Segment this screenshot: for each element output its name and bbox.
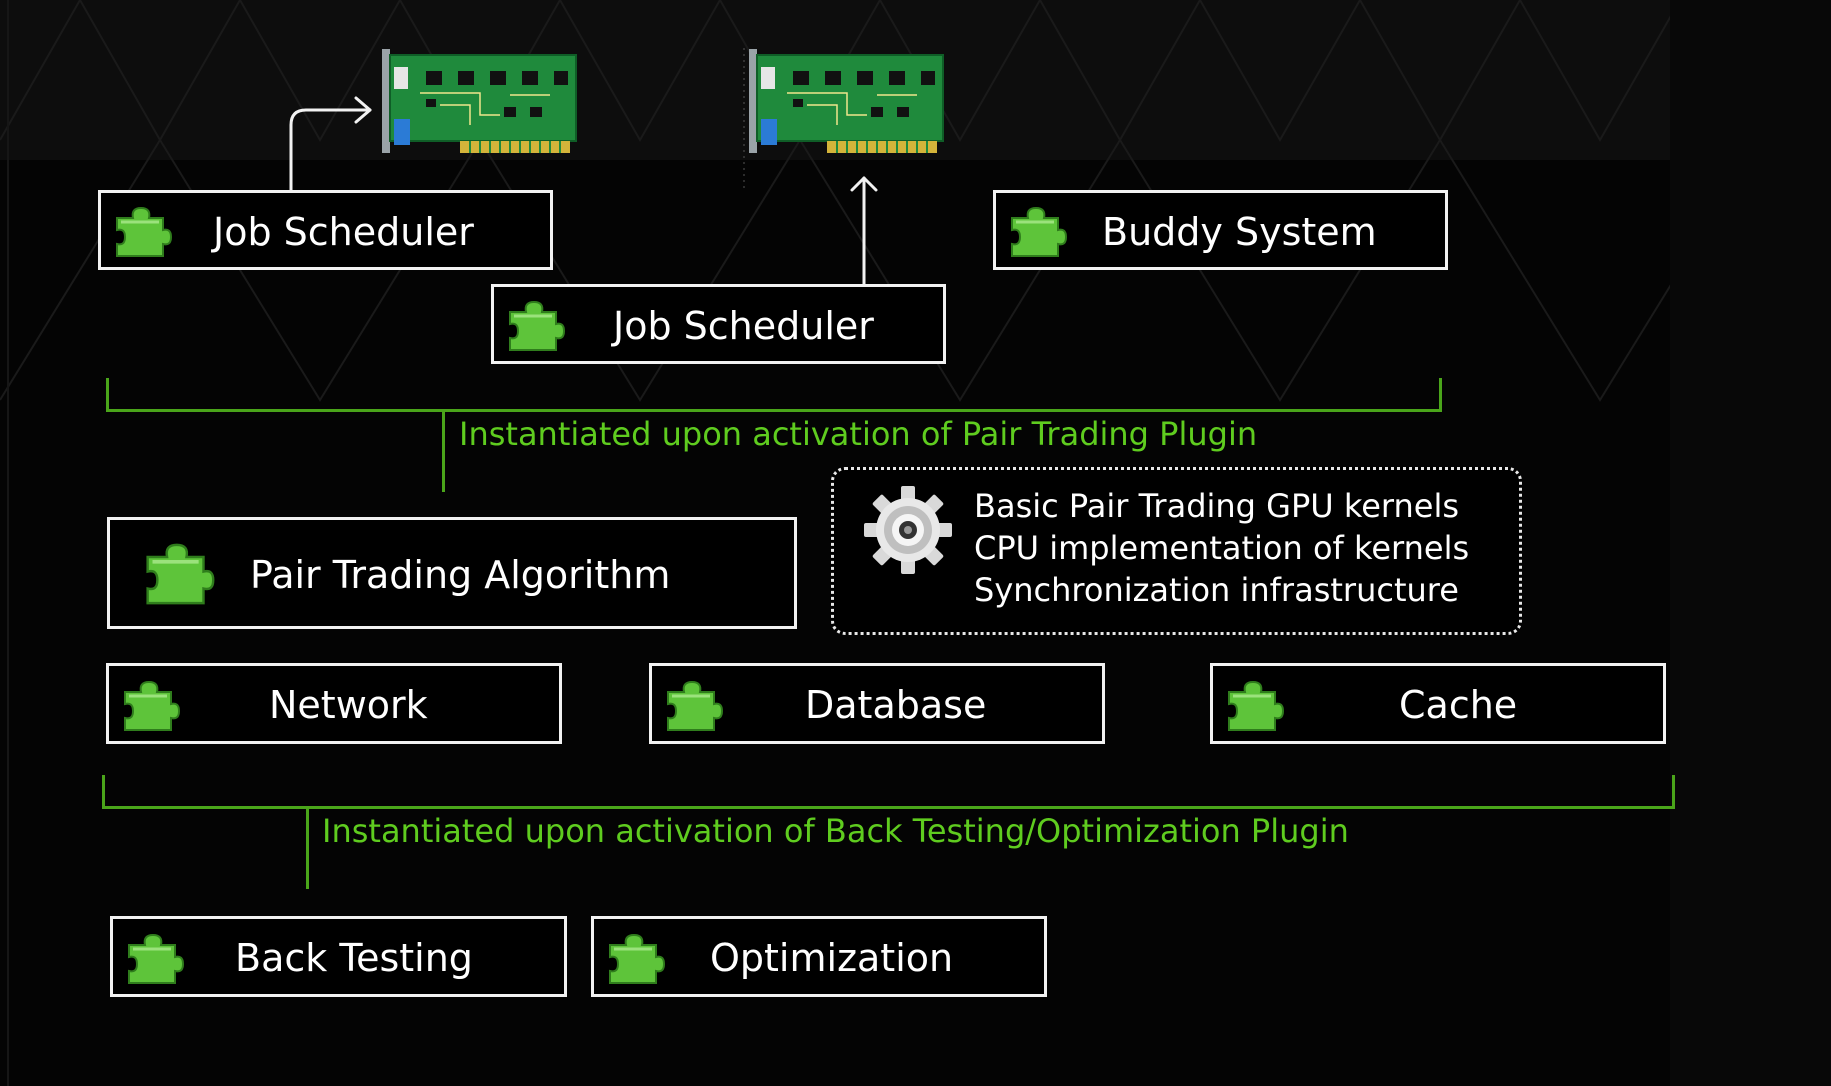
kernel-info-line: Synchronization infrastructure <box>974 571 1459 609</box>
module-label: Job Scheduler <box>213 210 474 254</box>
pair-trading-stem <box>442 410 445 492</box>
module-buddy-system: Buddy System <box>993 190 1448 270</box>
arrow-scheduler1-to-card1 <box>289 108 372 192</box>
module-label: Back Testing <box>235 936 473 980</box>
module-optimization: Optimization <box>591 916 1047 997</box>
module-label: Optimization <box>710 936 954 980</box>
puzzle-piece-icon <box>1011 206 1068 257</box>
gear-icon <box>864 486 952 574</box>
gpu-card-icon <box>749 49 944 153</box>
puzzle-piece-icon <box>146 543 215 605</box>
puzzle-piece-icon <box>667 680 724 731</box>
module-job-scheduler-2: Job Scheduler <box>491 284 946 364</box>
backtesting-note: Instantiated upon activation of Back Tes… <box>322 812 1349 850</box>
module-job-scheduler-1: Job Scheduler <box>98 190 553 270</box>
puzzle-piece-icon <box>609 933 666 984</box>
module-label: Cache <box>1399 683 1518 727</box>
gpu-card-icon <box>382 49 577 153</box>
puzzle-piece-icon <box>509 300 566 351</box>
pair-trading-note: Instantiated upon activation of Pair Tra… <box>459 415 1258 453</box>
module-label: Pair Trading Algorithm <box>250 553 671 597</box>
module-cache: Cache <box>1210 663 1666 744</box>
kernel-info-line: CPU implementation of kernels <box>974 529 1470 567</box>
module-label: Job Scheduler <box>613 304 874 348</box>
backtesting-stem <box>306 807 309 889</box>
module-label: Network <box>269 683 428 727</box>
module-label: Database <box>805 683 987 727</box>
puzzle-piece-icon <box>124 680 181 731</box>
pair-trading-bracket <box>106 378 1442 412</box>
module-network: Network <box>106 663 562 744</box>
puzzle-piece-icon <box>128 933 185 984</box>
backtesting-bracket <box>102 775 1675 809</box>
module-pair-trading-algorithm: Pair Trading Algorithm <box>107 517 797 629</box>
module-back-testing: Back Testing <box>110 916 567 997</box>
kernel-info-line: Basic Pair Trading GPU kernels <box>974 487 1460 525</box>
module-label: Buddy System <box>1102 210 1377 254</box>
module-database: Database <box>649 663 1105 744</box>
puzzle-piece-icon <box>116 206 173 257</box>
puzzle-piece-icon <box>1228 680 1285 731</box>
kernel-info-box: Basic Pair Trading GPU kernels CPU imple… <box>831 467 1522 635</box>
